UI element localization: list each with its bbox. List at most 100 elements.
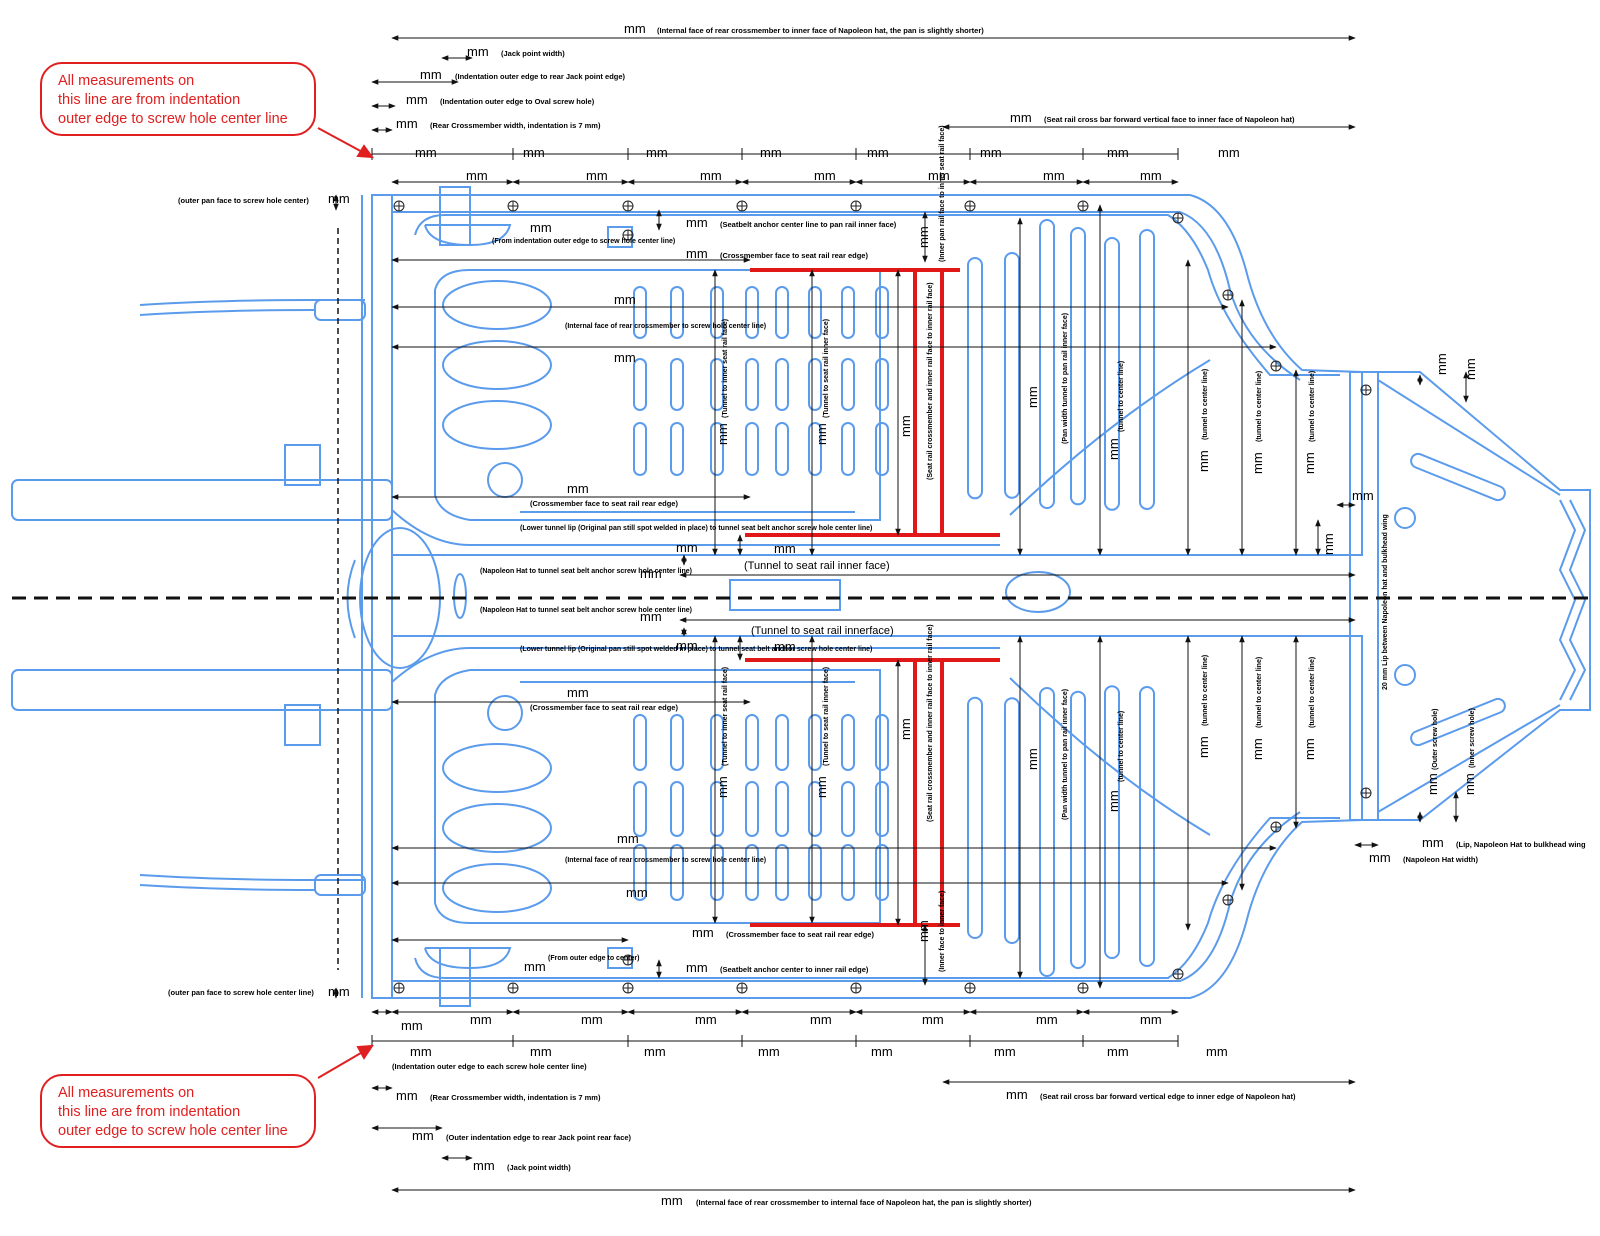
mm-top-row-0: mm <box>415 145 437 160</box>
mm-cm-rear-top: mm <box>567 481 589 496</box>
label-from-outer: (From outer edge to center) <box>548 955 639 962</box>
floor-slot <box>745 714 759 771</box>
mm-bottom-seg-1: mm <box>470 1012 492 1027</box>
mm-tc-2-top: mm <box>1196 450 1211 472</box>
label-seatrail-top: (Seat rail cross bar forward vertical fa… <box>1044 115 1295 124</box>
label-tc-3-bottom: (tunnel to center line) <box>1256 657 1263 728</box>
note-bottom-line-3: outer edge to screw hole center line <box>58 1123 288 1139</box>
label-tunnel-inner-bottom: (Tunnel to inner seat rail face) <box>722 667 729 766</box>
mm-top-seg-3: mm <box>814 168 836 183</box>
floor-slot <box>841 714 855 771</box>
mm-inner-face: mm <box>916 920 931 942</box>
screw-hole <box>1270 821 1282 833</box>
screw-hole <box>622 200 634 212</box>
label-tunnel-seat-bottom: (Tunnel to seat rail innerface) <box>751 625 894 637</box>
mm-indent-jack: mm <box>420 67 442 82</box>
label-seatbelt-top: (Seatbelt anchor center line to pan rail… <box>720 220 897 229</box>
label-tc-1-top: (tunnel to center line) <box>1118 361 1125 432</box>
mm-bottom-seg-7: mm <box>1140 1012 1162 1027</box>
label-tunnel-rail-bottom: (Tunnel to seat rail inner face) <box>823 667 830 766</box>
mm-outer-pan-bottom: mm <box>328 984 350 999</box>
mm-indent-oval: mm <box>406 92 428 107</box>
floor-slot <box>710 844 724 901</box>
mm-cm-seat-top: mm <box>686 246 708 261</box>
floor-slot <box>633 286 647 339</box>
label-seatrail-bottom: (Seat rail cross bar forward vertical ed… <box>1040 1092 1296 1101</box>
mm-overall-bottom: mm <box>661 1193 683 1208</box>
floor-slot-long <box>1070 690 1086 969</box>
floor-slot <box>633 422 647 476</box>
mm-top-row-1: mm <box>523 145 545 160</box>
label-napoleon-width: (Napoleon Hat width) <box>1403 855 1478 864</box>
screw-hole <box>507 982 519 994</box>
mm-top-seg-4: mm <box>928 168 950 183</box>
mm-internal-2: mm <box>614 350 636 365</box>
floor-slot <box>808 286 822 339</box>
floor-slot <box>670 844 684 901</box>
floor-slot <box>775 358 789 411</box>
screw-hole <box>1172 968 1184 980</box>
label-cm-seat-bottom: (Crossmember face to seat rail rear edge… <box>726 930 874 939</box>
label-cm-seat-top: (Crossmember face to seat rail rear edge… <box>720 251 868 260</box>
mm-top-seg-0: mm <box>466 168 488 183</box>
label-pan-width-bottom: (Pan width tunnel to pan rail inner face… <box>1062 689 1069 820</box>
mm-tunnel-rail-bottom: mm <box>814 776 829 798</box>
note-bottom-line-2: this line are from indentation <box>58 1104 241 1120</box>
mm-bottom-row-4: mm <box>871 1044 893 1059</box>
label-rear-cm-bottom: (Rear Crossmember width, indentation is … <box>430 1093 601 1102</box>
mm-top-seg-5: mm <box>1043 168 1065 183</box>
label-outer-pan-top: (outer pan face to screw hole center) <box>178 196 309 205</box>
floor-slot <box>745 358 759 411</box>
note-top: All measurements on this line are from i… <box>40 62 316 136</box>
segment-labels: mm mm mm mm mm mm mm mm mm mm mm mm mm mm mm mm mm mm mm mm… <box>401 145 1240 1059</box>
screw-hole <box>1360 787 1372 799</box>
floor-slot <box>745 422 759 476</box>
screw-hole <box>1222 289 1234 301</box>
label-tunnel-rail-top: (Tunnel to seat rail inner face) <box>823 319 830 418</box>
mm-bottom-row-0: mm <box>410 1044 432 1059</box>
floor-slot <box>633 714 647 771</box>
floor-slot-long <box>1070 227 1086 506</box>
mm-top-row-2: mm <box>646 145 668 160</box>
floor-slot <box>841 358 855 411</box>
label-outer-pan-bottom: (outer pan face to screw hole center lin… <box>168 988 314 997</box>
mm-top-row-3: mm <box>760 145 782 160</box>
mm-from-outer: mm <box>524 959 546 974</box>
mm-lip-a: mm <box>1352 488 1374 503</box>
mm-top-seg-6: mm <box>1140 168 1162 183</box>
mm-top-row-7: mm <box>1218 145 1240 160</box>
mm-tc-2-bottom: mm <box>1196 736 1211 758</box>
label-inner-face: (Inner face to inner face) <box>939 891 946 972</box>
mm-tunnel-inner-bottom: mm <box>715 776 730 798</box>
floor-slot-long <box>1104 685 1120 959</box>
floor-slot <box>670 781 684 837</box>
mm-top-b: mm <box>1463 358 1478 380</box>
label-rear-cm-top: (Rear Crossmember width, indentation is … <box>430 121 601 130</box>
callout-arrows <box>317 127 375 1079</box>
screw-hole <box>1360 384 1372 396</box>
label-indent-each: (Indentation outer edge to each screw ho… <box>392 1062 587 1071</box>
mm-bottom-seg-4: mm <box>810 1012 832 1027</box>
mm-tunnel-inner-top: mm <box>715 423 730 445</box>
floor-slot <box>775 422 789 476</box>
screw-hole <box>964 200 976 212</box>
label-seatbelt-bottom: (Seatbelt anchor center to inner rail ed… <box>720 965 869 974</box>
mm-bottom-row-1: mm <box>530 1044 552 1059</box>
label-tunnel-seat-top: (Tunnel to seat rail inner face) <box>744 560 890 572</box>
mm-inner-pan-rail: mm <box>916 226 931 248</box>
mm-internal-4: mm <box>626 885 648 900</box>
mm-cm-rear-bottom: mm <box>567 685 589 700</box>
mm-top-row-4: mm <box>867 145 889 160</box>
label-tc-2-bottom: (tunnel to center line) <box>1202 655 1209 726</box>
floor-slot <box>775 286 789 339</box>
floor-slot <box>808 781 822 837</box>
mm-lower-lip-top: mm <box>676 540 698 555</box>
floor-slot-long <box>1104 237 1120 511</box>
label-tc-1-bottom: (tunnel to center line) <box>1118 711 1125 782</box>
screw-hole <box>1077 982 1089 994</box>
label-napoleon-top: (Napoleon Hat to tunnel seat belt anchor… <box>480 568 692 575</box>
mm-bottom-seg-3: mm <box>695 1012 717 1027</box>
floor-slot-long <box>967 696 983 940</box>
floor-slot <box>633 781 647 837</box>
mm-tc-4-top: mm <box>1302 452 1317 474</box>
